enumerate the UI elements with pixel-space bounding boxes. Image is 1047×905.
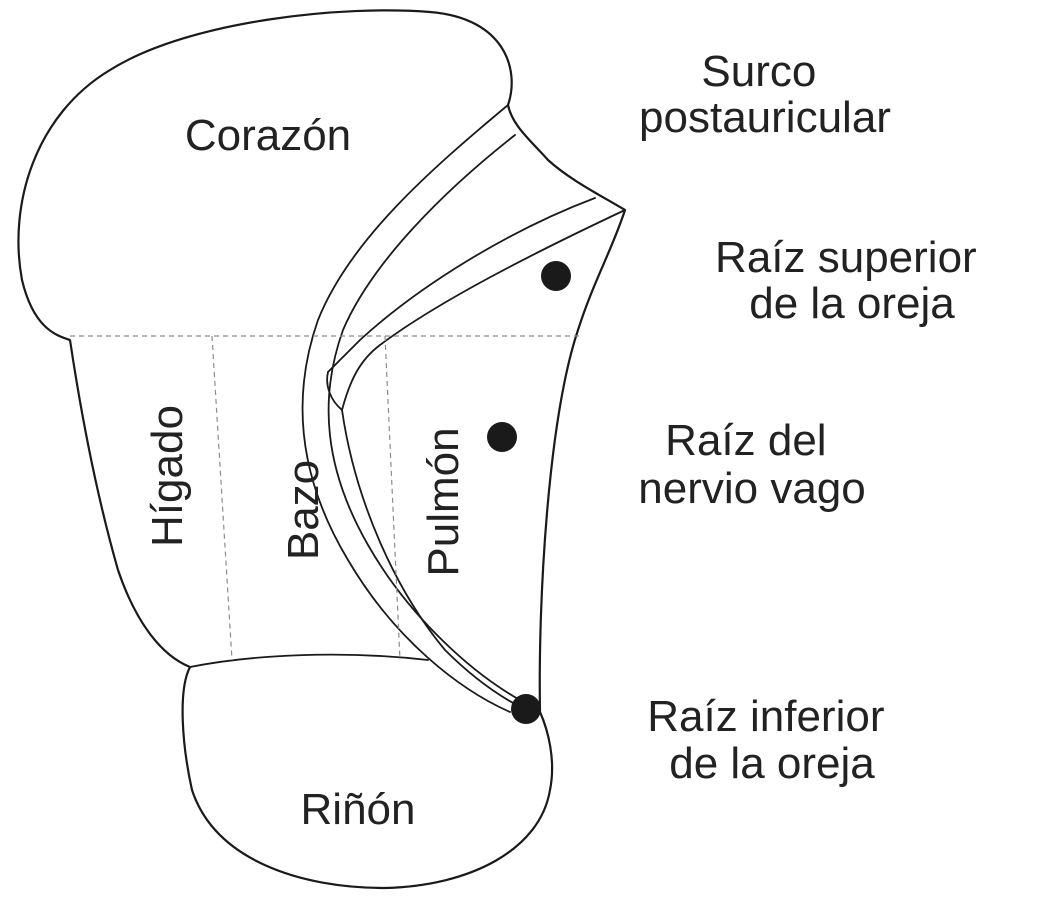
upper-root-line-1: Raíz superior — [715, 233, 977, 282]
lower-root-point — [511, 694, 541, 724]
vagus-root-line-1: Raíz del — [665, 416, 826, 465]
fold-lower-line — [341, 409, 531, 713]
liver-spleen-dashed-divider — [211, 335, 233, 661]
upper-root-label: Raíz superior de la oreja — [715, 233, 989, 328]
vagus-root-label: Raíz del nervio vago — [638, 416, 865, 513]
lower-root-line-1: Raíz inferior — [647, 692, 884, 741]
helix-inner-line — [327, 134, 521, 701]
crus-mid-line — [326, 371, 343, 411]
upper-root-point — [541, 261, 571, 291]
kidney-label: Riñón — [301, 785, 416, 834]
liver-label: Hígado — [143, 405, 192, 547]
lung-label: Pulmón — [419, 427, 468, 576]
upper-root-line-2: de la oreja — [749, 279, 955, 328]
crus-lower-line — [341, 209, 626, 411]
lobe-divider — [189, 653, 429, 668]
vagus-root-line-2: nervio vago — [638, 464, 865, 513]
crus-upper-line — [327, 197, 596, 373]
vagus-root-point — [487, 422, 517, 452]
spleen-label: Bazo — [279, 460, 328, 560]
postauricular-groove-line-2: postauricular — [639, 93, 891, 142]
spleen-lung-dashed-divider — [384, 335, 401, 661]
postauricular-groove-label: Surco postauricular — [639, 47, 891, 142]
lower-root-line-2: de la oreja — [669, 739, 875, 788]
helix-outer-line — [301, 104, 511, 713]
lower-root-label: Raíz inferior de la oreja — [647, 692, 896, 788]
ear-outline — [17, 9, 627, 890]
postauricular-groove-line-1: Surco — [701, 47, 816, 96]
heart-label: Corazón — [185, 111, 351, 160]
